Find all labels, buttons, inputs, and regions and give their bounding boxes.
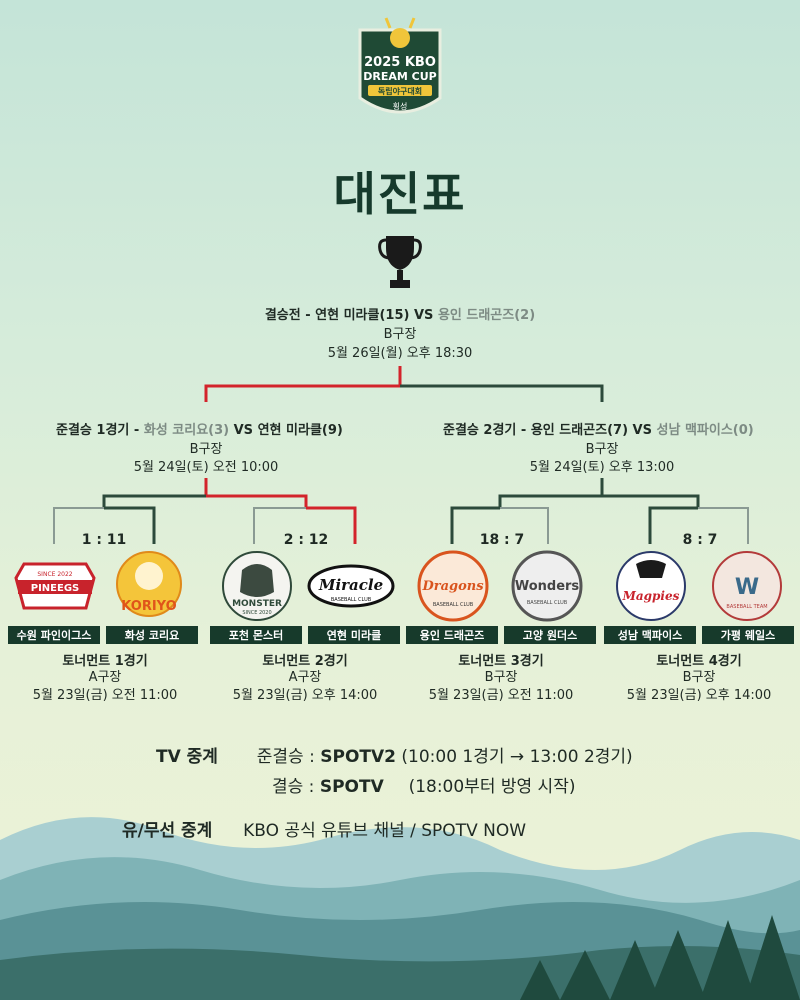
svg-text:Dragons: Dragons (421, 579, 484, 594)
svg-text:BASEBALL CLUB: BASEBALL CLUB (527, 600, 568, 606)
svg-text:KORIYO: KORIYO (121, 599, 176, 614)
online-label: 유/무선 중계 (122, 821, 213, 841)
semi2-date: 5월 24일(토) 오후 13:00 (529, 460, 675, 475)
semi1-prefix: 준결승 1경기 - (56, 423, 140, 438)
svg-text:PINEEGS: PINEEGS (31, 583, 80, 594)
whales-logo-icon: W BASEBALL TEAM (712, 551, 782, 621)
final-channel: SPOTV (319, 777, 384, 797)
semi2-prefix: 준결승 2경기 - 용인 드래곤즈(7) VS (443, 423, 652, 438)
logo-ribbon: 독립야구대회 (378, 86, 422, 96)
logo-region: 횡성 (393, 101, 408, 111)
team-label-pocheon: 포천 몬스터 (210, 626, 302, 644)
magpies-logo-icon: Magpies (616, 551, 686, 621)
miracle-logo-icon: Miracle BASEBALL CLUB (307, 564, 395, 608)
dream-cup-logo: 2025 KBO DREAM CUP 독립야구대회 횡성 (358, 17, 442, 114)
game2-score: 2 : 12 (283, 532, 329, 548)
semi2-match: 준결승 2경기 - 용인 드래곤즈(7) VS 성남 맥파이스(0) (443, 419, 754, 438)
logo-line2: DREAM CUP (363, 70, 436, 83)
team-label-hwaseong: 화성 코리요 (106, 626, 198, 644)
svg-text:BASEBALL TEAM: BASEBALL TEAM (726, 604, 767, 610)
game1-score: 1 : 11 (81, 532, 127, 548)
semi2-venue: B구장 (585, 442, 619, 457)
semi-broadcast-label: 준결승 : (256, 747, 315, 767)
team-label-seongnam: 성남 맥파이스 (604, 626, 696, 644)
game2-venue: A구장 (288, 670, 322, 685)
game3-date: 5월 23일(금) 오전 11:00 (428, 688, 574, 703)
ball-icon (390, 28, 410, 48)
semi-channel: SPOTV2 (320, 747, 396, 767)
semi2-loser: 성남 맥파이스(0) (656, 423, 754, 438)
pineegs-logo-icon: SINCE 2022 PINEEGS (14, 562, 96, 610)
svg-text:MONSTER: MONSTER (232, 599, 282, 609)
game2-date: 5월 23일(금) 오후 14:00 (232, 688, 378, 703)
semi1-date: 5월 24일(토) 오전 10:00 (133, 460, 279, 475)
svg-text:SINCE 2022: SINCE 2022 (37, 571, 72, 578)
game3-title: 토너먼트 3경기 (458, 654, 544, 669)
semi1-venue: B구장 (189, 442, 223, 457)
svg-text:W: W (735, 575, 759, 600)
semi1-loser: 화성 코리요(3) (143, 423, 230, 438)
svg-text:Wonders: Wonders (515, 579, 580, 594)
game1-venue: A구장 (88, 670, 122, 685)
page-title: 대진표 (333, 167, 467, 221)
team-label-suwon: 수원 파인이그스 (8, 626, 100, 644)
game4-date: 5월 23일(금) 오후 14:00 (626, 688, 772, 703)
final-venue: B구장 (383, 327, 417, 342)
trophy-icon (378, 236, 422, 288)
final-date: 5월 26일(월) 오후 18:30 (327, 346, 473, 361)
svg-text:Magpies: Magpies (622, 589, 680, 603)
game3-score: 18 : 7 (479, 532, 525, 548)
game4-venue: B구장 (682, 670, 716, 685)
team-label-yeonhyeon: 연현 미라클 (308, 626, 400, 644)
online-detail: KBO 공식 유튜브 채널 / SPOTV NOW (243, 821, 527, 841)
final-loser: 용인 드래곤즈(2) (437, 308, 536, 323)
monster-logo-icon: MONSTER SINCE 2020 (222, 551, 292, 621)
tv-label: TV 중계 (156, 747, 218, 767)
game2-title: 토너먼트 2경기 (262, 654, 348, 669)
final-broadcast-label: 결승 : (272, 777, 315, 797)
svg-text:Miracle: Miracle (318, 576, 383, 594)
dragons-logo-icon: Dragons BASEBALL CLUB (417, 550, 489, 622)
team-label-gapyeong: 가평 웨일스 (702, 626, 794, 644)
semi-detail: (10:00 1경기 → 13:00 2경기) (401, 747, 633, 767)
game3-venue: B구장 (484, 670, 518, 685)
game4-title: 토너먼트 4경기 (656, 654, 742, 669)
semi1-rest: VS 연현 미라클(9) (233, 423, 343, 438)
team-label-goyang: 고양 원더스 (504, 626, 596, 644)
game1-date: 5월 23일(금) 오전 11:00 (32, 688, 178, 703)
final-label: 결승전 - 연현 미라클(15) VS (264, 308, 434, 323)
svg-text:BASEBALL CLUB: BASEBALL CLUB (331, 597, 372, 603)
final-detail: (18:00부터 방영 시작) (408, 777, 576, 797)
team-label-yongin: 용인 드래곤즈 (406, 626, 498, 644)
final-match: 결승전 - 연현 미라클(15) VS 용인 드래곤즈(2) (0, 304, 800, 323)
game4-score: 8 : 7 (682, 532, 718, 548)
mountain-illustration (0, 817, 800, 1000)
semi1-match: 준결승 1경기 - 화성 코리요(3) VS 연현 미라클(9) (56, 419, 343, 438)
svg-text:SINCE 2020: SINCE 2020 (242, 610, 271, 616)
tournament-bracket (53, 366, 749, 544)
svg-text:BASEBALL CLUB: BASEBALL CLUB (433, 602, 474, 608)
game1-title: 토너먼트 1경기 (62, 654, 148, 669)
koriyo-logo-icon: KORIYO (116, 551, 182, 617)
wonders-logo-icon: Wonders BASEBALL CLUB (511, 550, 583, 622)
logo-line1: 2025 KBO (364, 55, 436, 70)
final-broadcast-row: 결승 : SPOTV (18:00부터 방영 시작) (272, 772, 575, 797)
online-broadcast-row: 유/무선 중계 KBO 공식 유튜브 채널 / SPOTV NOW (122, 816, 526, 841)
tv-broadcast-row: TV 중계 준결승 : SPOTV2 (10:00 1경기 → 13:00 2경… (156, 742, 633, 767)
